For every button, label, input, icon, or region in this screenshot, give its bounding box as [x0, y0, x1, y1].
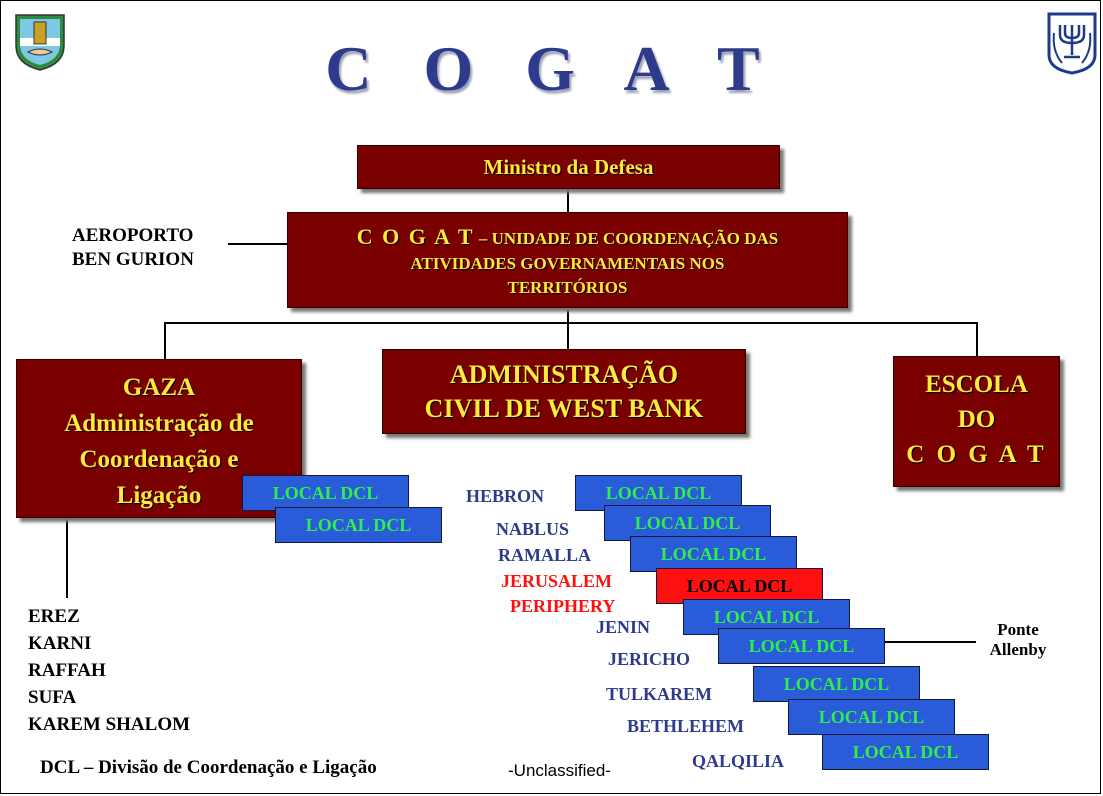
city-label: JERUSALEM: [501, 571, 613, 591]
local-dcl-box-jerusalem: LOCAL DCL: [656, 568, 823, 604]
ministro-label: Ministro da Defesa: [483, 155, 654, 179]
city-label: QALQILIA: [692, 751, 785, 771]
israel-state-emblem-icon: [1047, 12, 1097, 75]
local-dcl-box: LOCAL DCL: [630, 536, 797, 572]
city-label: RAMALLA: [498, 545, 591, 565]
ponte-line1: Ponte: [997, 620, 1039, 639]
dcl-label: LOCAL DCL: [660, 543, 767, 564]
west-bank-line2: CIVIL DE WEST BANK: [424, 394, 704, 423]
cogat-line3: TERRITÓRIOS: [507, 278, 628, 297]
connector-line: [567, 308, 569, 324]
local-dcl-box: LOCAL DCL: [604, 505, 771, 541]
escola-box: ESCOLA DO C O G A T: [893, 356, 1060, 487]
connector-line: [884, 641, 976, 643]
west-bank-box: ADMINISTRAÇÃO CIVIL DE WEST BANK: [382, 349, 746, 434]
crossings-list: EREZ KARNI RAFFAH SUFA KAREM SHALOM: [28, 603, 190, 738]
dcl-label: LOCAL DCL: [272, 482, 379, 503]
escola-line3: C O G A T: [906, 441, 1047, 468]
dcl-label: LOCAL DCL: [686, 575, 793, 596]
local-dcl-box: LOCAL DCL: [822, 734, 989, 770]
gaza-box: GAZA Administração de Coordenação e Liga…: [16, 359, 302, 518]
city-label: JERICHO: [608, 649, 691, 669]
city-label: PERIPHERY: [510, 596, 616, 616]
dcl-label: LOCAL DCL: [748, 635, 855, 656]
dcl-label: LOCAL DCL: [605, 482, 712, 503]
west-bank-line1: ADMINISTRAÇÃO: [449, 360, 679, 389]
cogat-line1: – UNIDADE DE COORDENAÇÃO DAS: [474, 229, 779, 248]
ponte-allenby-label: Ponte Allenby: [978, 620, 1058, 660]
crossing-item: SUFA: [28, 687, 77, 708]
page-title: C O G A T: [325, 33, 778, 104]
connector-line: [164, 322, 977, 324]
city-label: JENIN: [596, 617, 651, 637]
dcl-label: LOCAL DCL: [783, 673, 890, 694]
dcl-label: LOCAL DCL: [852, 741, 959, 762]
gaza-line2: Administração de: [64, 410, 254, 437]
gaza-line4: Ligação: [116, 482, 202, 509]
escola-line1: ESCOLA: [925, 371, 1028, 398]
escola-line2: DO: [957, 406, 996, 433]
dcl-label: LOCAL DCL: [818, 706, 925, 727]
gaza-unit-emblem-icon: [15, 14, 65, 71]
cogat-line2: ATIVIDADES GOVERNAMENTAIS NOS: [410, 254, 725, 273]
crossing-item: EREZ: [28, 606, 80, 627]
dcl-label: LOCAL DCL: [634, 512, 741, 533]
connector-line: [66, 500, 68, 598]
cogat-box: C O G A T – UNIDADE DE COORDENAÇÃO DAS A…: [287, 212, 848, 308]
connector-line: [976, 322, 978, 356]
classification-label: -Unclassified-: [508, 761, 611, 780]
aeroporto-line2: BEN GURION: [72, 249, 194, 270]
gaza-line1: GAZA: [122, 374, 196, 401]
dcl-label: LOCAL DCL: [305, 514, 412, 535]
local-dcl-box: LOCAL DCL: [788, 699, 955, 735]
dcl-label: LOCAL DCL: [713, 606, 820, 627]
connector-line: [164, 322, 166, 360]
aeroporto-line1: AEROPORTO: [72, 225, 194, 246]
connector-line: [567, 322, 569, 350]
connector-line: [567, 188, 569, 214]
cogat-prefix: C O G A T: [356, 224, 475, 249]
gaza-line3: Coordenação e: [79, 446, 239, 473]
crossing-item: KARNI: [28, 633, 92, 654]
aeroporto-label: AEROPORTO BEN GURION: [72, 224, 194, 272]
city-label: HEBRON: [466, 486, 545, 506]
ponte-line2: Allenby: [989, 640, 1047, 659]
city-label: NABLUS: [496, 519, 570, 539]
local-dcl-box: LOCAL DCL: [275, 507, 442, 543]
connector-line: [228, 243, 288, 245]
crossing-item: KAREM SHALOM: [28, 714, 191, 735]
ministro-box: Ministro da Defesa: [357, 145, 780, 189]
local-dcl-box: LOCAL DCL: [242, 475, 409, 511]
crossing-item: RAFFAH: [28, 660, 106, 681]
city-label: TULKAREM: [606, 684, 713, 704]
footer-legend: DCL – Divisão de Coordenação e Ligação: [40, 757, 377, 778]
city-label: BETHLEHEM: [627, 716, 745, 736]
local-dcl-box: LOCAL DCL: [753, 666, 920, 702]
local-dcl-box: LOCAL DCL: [718, 628, 885, 664]
